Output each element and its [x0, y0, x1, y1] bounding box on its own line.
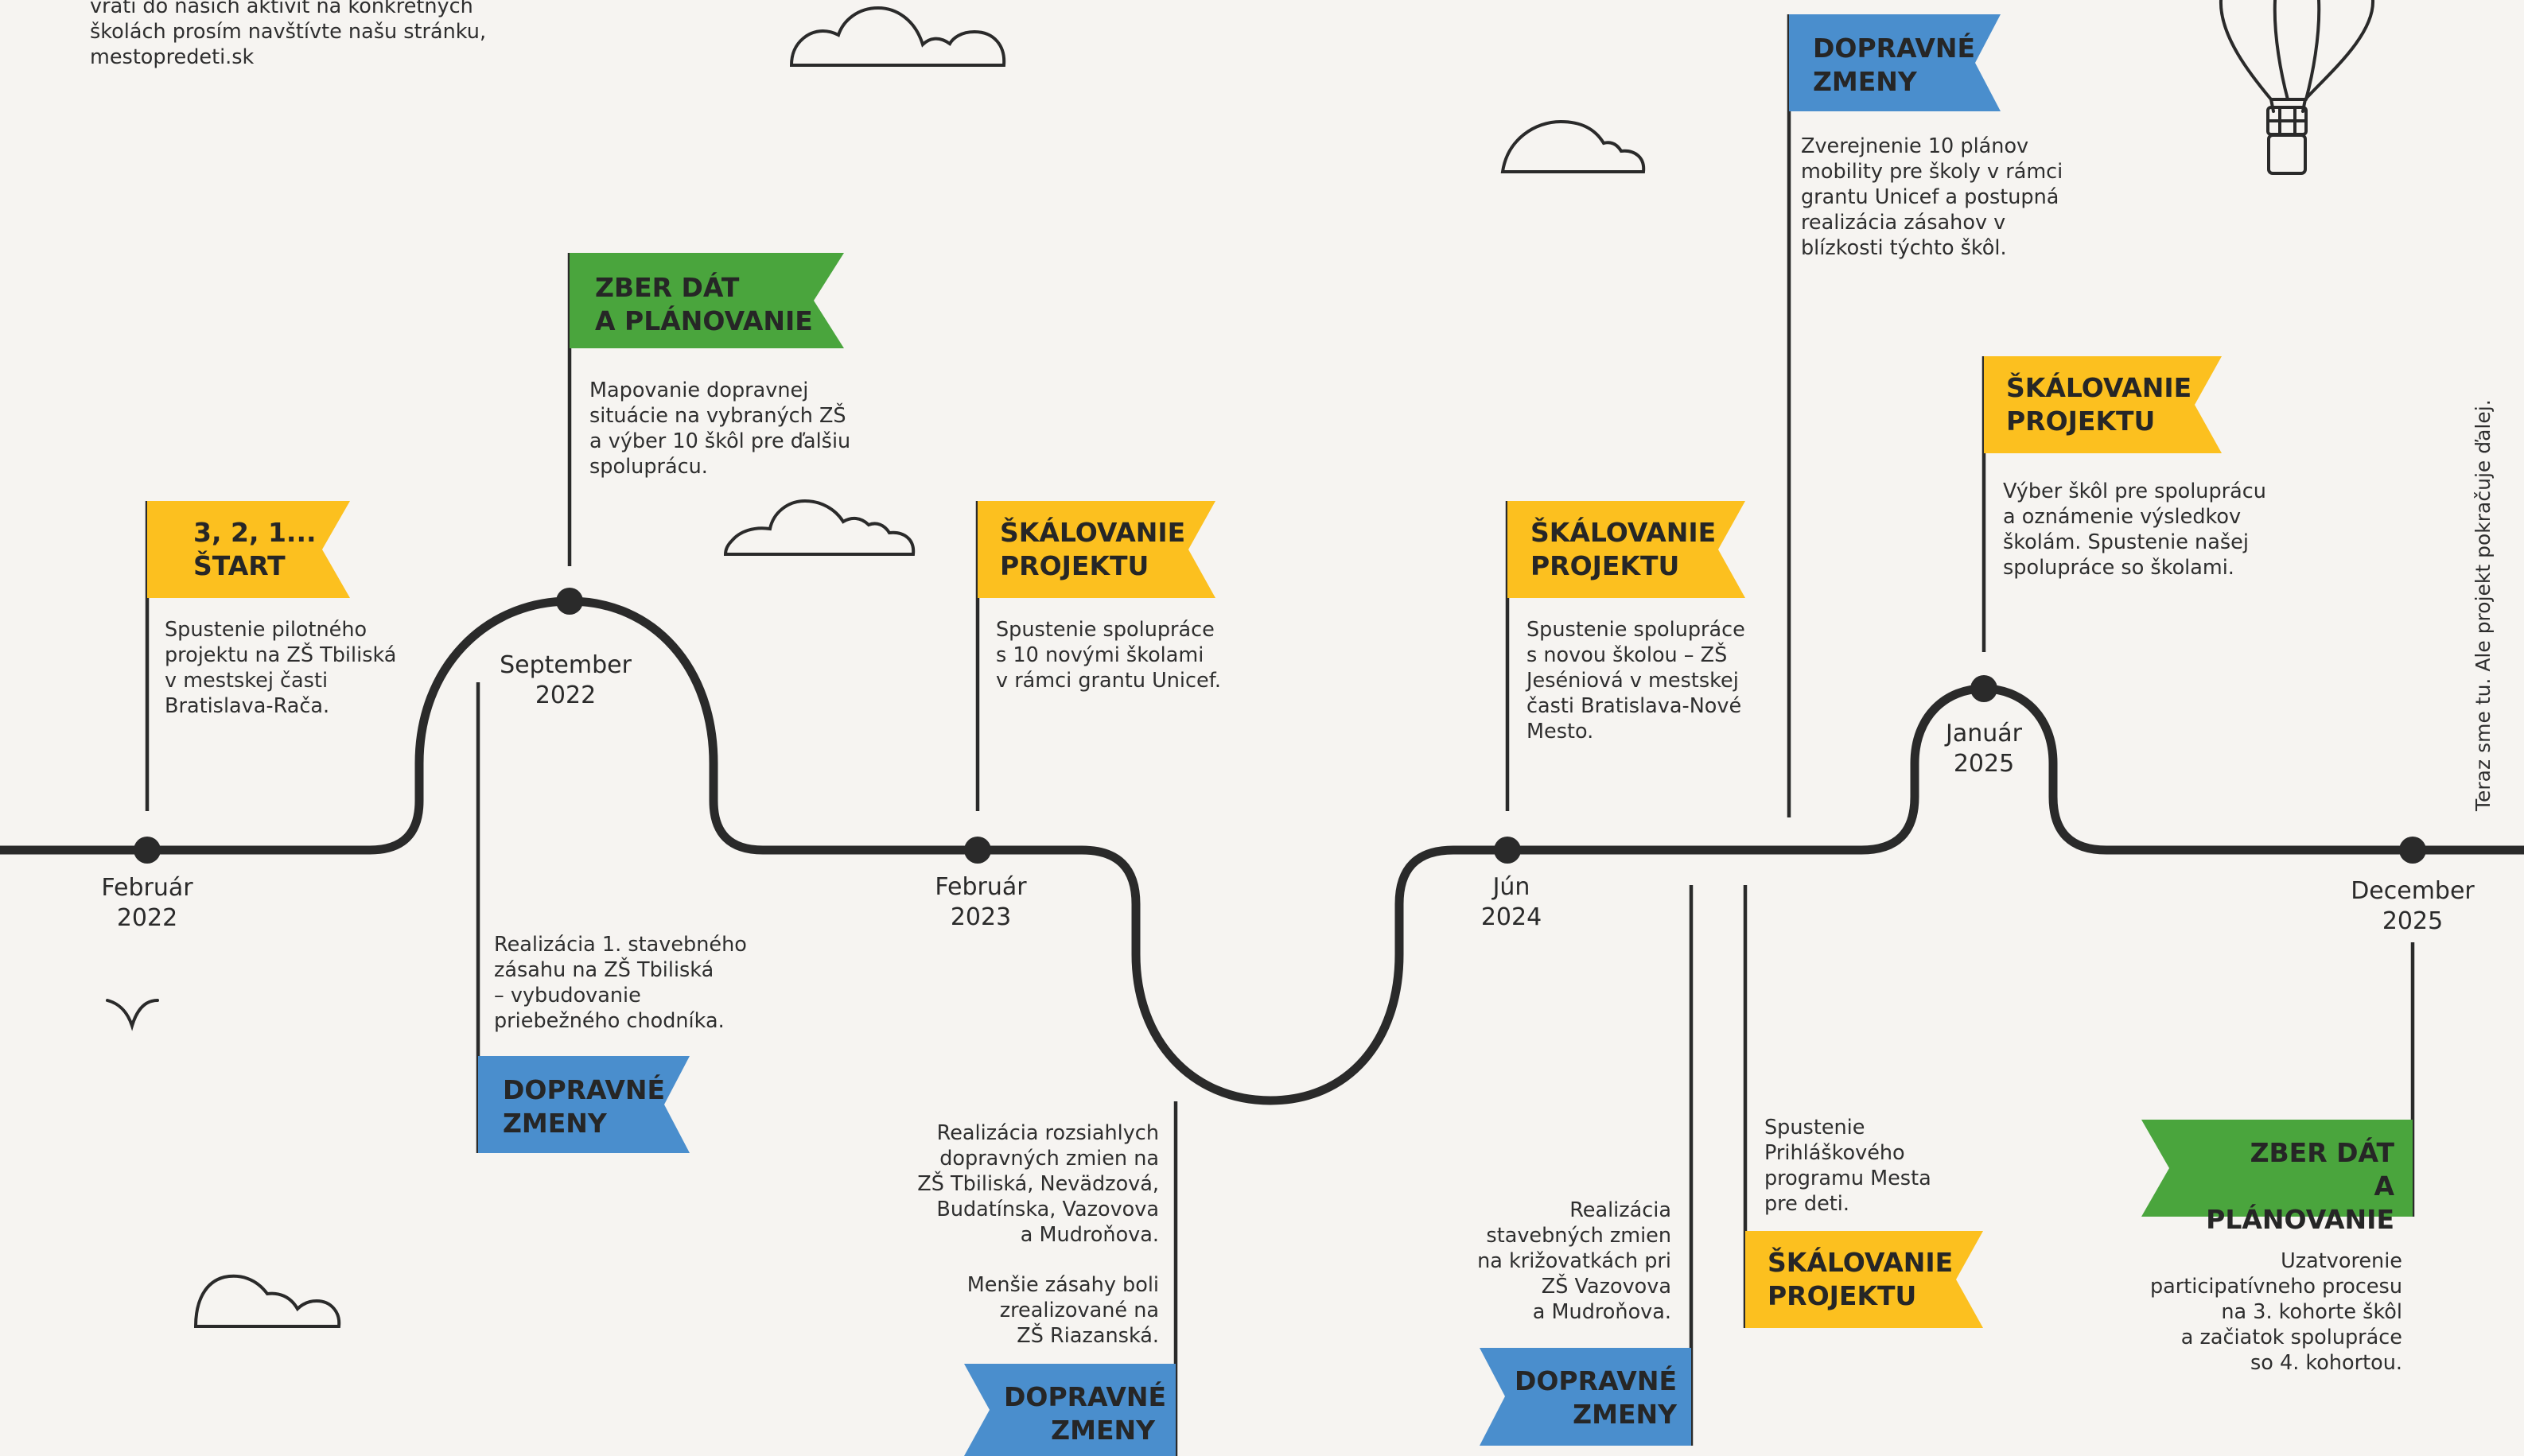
hot-air-balloon-icon: [2219, 0, 2375, 175]
flag-label-start: 3, 2, 1...ŠTART: [193, 517, 317, 581]
flag-dopravne-2: [964, 1364, 1176, 1456]
cloud-icon: [789, 6, 1006, 67]
milestone-dots: [134, 588, 2426, 864]
decorations: [106, 0, 2375, 1328]
dot-sep-2022: [556, 588, 583, 615]
intro-text: vrátí do našich aktivít na konkrétnych š…: [90, 0, 487, 69]
flag-skalovanie-4: [1984, 356, 2222, 453]
dot-jun-2024: [1494, 837, 1521, 864]
flag-skalovanie-2: [1507, 501, 1745, 598]
cloud-icon: [193, 1274, 341, 1328]
flag-zber-2: [2141, 1120, 2413, 1217]
flag-dopravne-3: [1480, 1348, 1691, 1446]
side-note: Teraz sme tu. Ale projekt pokračuje ďale…: [2471, 399, 2495, 811]
flag-skalovanie-1: [978, 501, 1215, 598]
cloud-icon: [1500, 119, 1646, 173]
flag-stems: [145, 14, 2415, 1456]
cloud-icon: [723, 499, 916, 556]
bird-icon: [106, 999, 159, 1031]
flag-start: [147, 501, 350, 598]
dot-feb-2022: [134, 837, 161, 864]
dot-jan-2025: [1970, 675, 1997, 702]
flag-dopravne-1: [478, 1056, 690, 1153]
dot-dec-2025: [2399, 837, 2426, 864]
flag-zber-1: [570, 253, 844, 348]
flag-dopravne-top: [1789, 14, 2001, 111]
flag-skalovanie-3: [1745, 1231, 1983, 1328]
timeline-path: [0, 596, 2524, 1105]
dot-feb-2023: [964, 837, 991, 864]
